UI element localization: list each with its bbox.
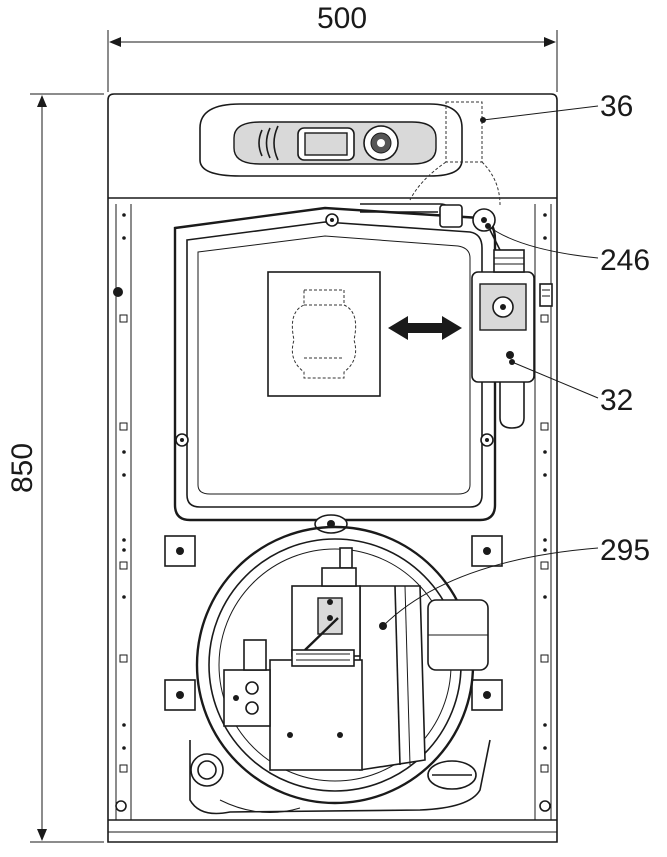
swap-arrow xyxy=(388,316,462,340)
callout-36: 36 xyxy=(600,90,633,123)
width-dimension: 500 xyxy=(107,2,558,92)
burner-section xyxy=(164,514,503,815)
burner-unit xyxy=(223,547,489,771)
width-dimension-label: 500 xyxy=(317,2,367,35)
control-panel xyxy=(199,101,501,206)
callout-295: 295 xyxy=(600,534,650,567)
callout-32: 32 xyxy=(600,384,633,417)
circulation-pump xyxy=(471,249,553,429)
height-dimension-label: 850 xyxy=(6,443,39,493)
height-dimension: 850 xyxy=(6,93,104,843)
callout-leaders xyxy=(380,105,599,629)
pump-alternate-position-box xyxy=(267,271,381,397)
callout-246: 246 xyxy=(600,244,650,277)
callout-labels: 36 246 32 295 xyxy=(600,90,650,567)
